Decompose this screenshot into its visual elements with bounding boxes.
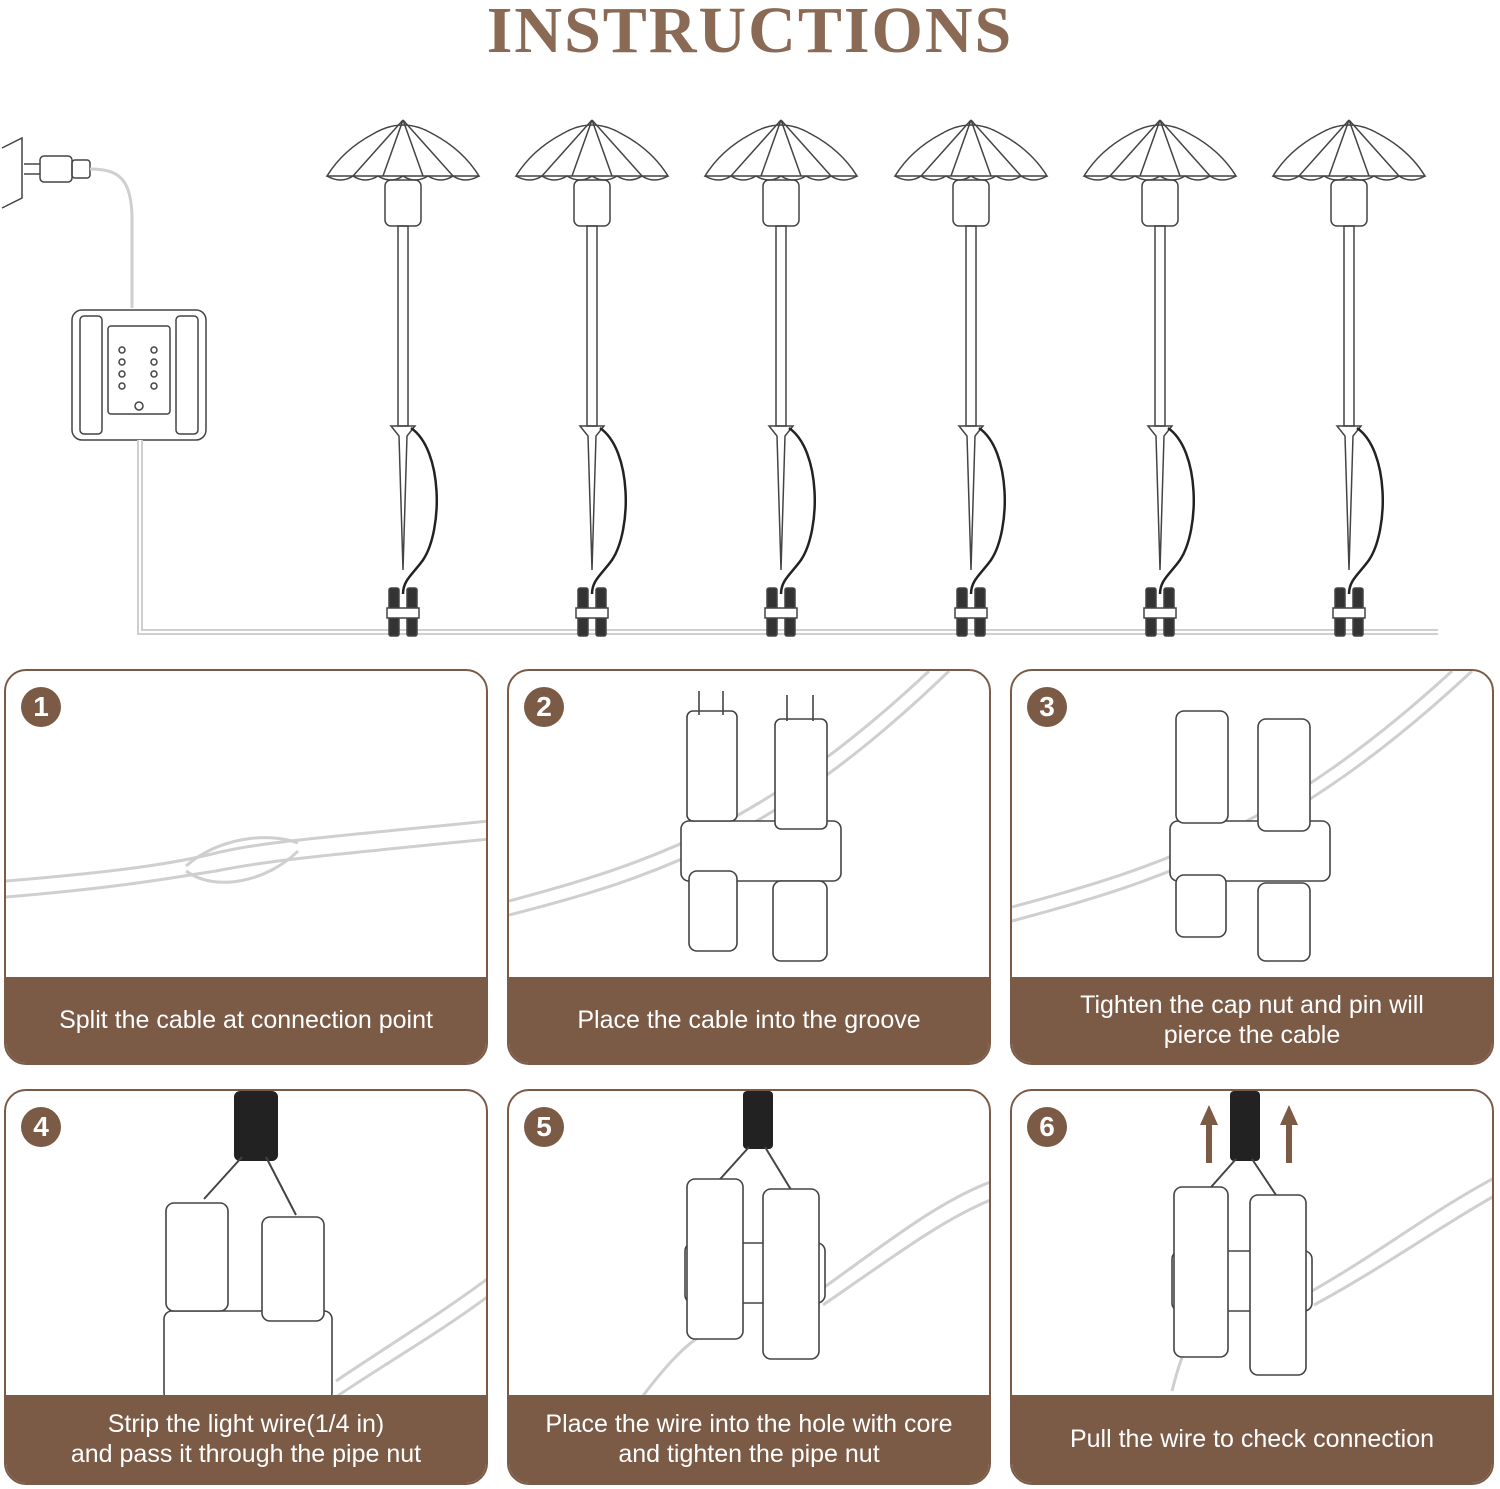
step-number-badge: 2 [524, 687, 564, 727]
step-card-1: 1 Split the cable at connection point [4, 669, 488, 1065]
cable-connector-icon [575, 587, 609, 637]
strip-wire-illustration [163, 1091, 486, 1401]
cable-connector-icon [764, 587, 798, 637]
connector-icon [684, 1178, 826, 1360]
step-number-badge: 3 [1027, 687, 1067, 727]
step-caption: Pull the wire to check connection [1012, 1395, 1492, 1483]
lamp-wire-icon [234, 1091, 278, 1161]
path-light-icon [1082, 119, 1238, 637]
step-number-badge: 4 [21, 1107, 61, 1147]
insert-wire-illustration [637, 1091, 989, 1401]
step-caption: Place the wire into the hole with core a… [509, 1395, 989, 1483]
pull-wire-illustration [1170, 1091, 1492, 1392]
connector-icon [163, 1202, 333, 1401]
path-light-icon [893, 119, 1049, 637]
step-caption: Place the cable into the groove [509, 977, 989, 1063]
page-title: INSTRUCTIONS [486, 0, 1014, 67]
path-light-icon [1271, 119, 1427, 637]
path-light-group [325, 119, 1427, 637]
cable-in-groove-illustration [509, 671, 951, 962]
tighten-cap-nut-illustration [1012, 671, 1474, 962]
step-number-badge: 1 [21, 687, 61, 727]
cable-connector-icon [954, 587, 988, 637]
plug-icon [24, 155, 91, 183]
path-light-icon [325, 119, 481, 637]
step-number-badge: 5 [524, 1107, 564, 1147]
step-card-3: 3 Tighten the cap nut and pin will pierc… [1010, 669, 1494, 1065]
step-number-badge: 6 [1027, 1107, 1067, 1147]
step-card-2: 2 Place the cable into the groove [507, 669, 991, 1065]
split-cable-illustration [6, 819, 486, 899]
connector-icon [1171, 1186, 1313, 1376]
step-caption: Split the cable at connection point [6, 977, 486, 1063]
wall-outlet-icon [1, 136, 23, 209]
transformer-icon [71, 309, 207, 441]
cable-connector-icon [1332, 587, 1366, 637]
step-caption: Strip the light wire(1/4 in) and pass it… [6, 1395, 486, 1483]
cable-connector-icon [386, 587, 420, 637]
step-card-5: 5 Place the wire into the hole with core… [507, 1089, 991, 1485]
path-light-icon [703, 119, 859, 637]
path-light-icon [514, 119, 670, 637]
step-caption: Tighten the cap nut and pin will pierce … [1012, 977, 1492, 1063]
connector-icon [1169, 710, 1331, 962]
step-card-4: 4 Strip the light wire(1/4 in) and pass … [4, 1089, 488, 1485]
cable-connector-icon [1143, 587, 1177, 637]
lamp-wire-icon [1230, 1091, 1260, 1161]
connector-icon [680, 691, 842, 962]
arrow-up-icon [1200, 1105, 1298, 1163]
installation-overview-diagram [1, 119, 1438, 637]
lamp-wire-icon [743, 1091, 773, 1149]
step-card-6: 6 Pull the wire to check connection [1010, 1089, 1494, 1485]
